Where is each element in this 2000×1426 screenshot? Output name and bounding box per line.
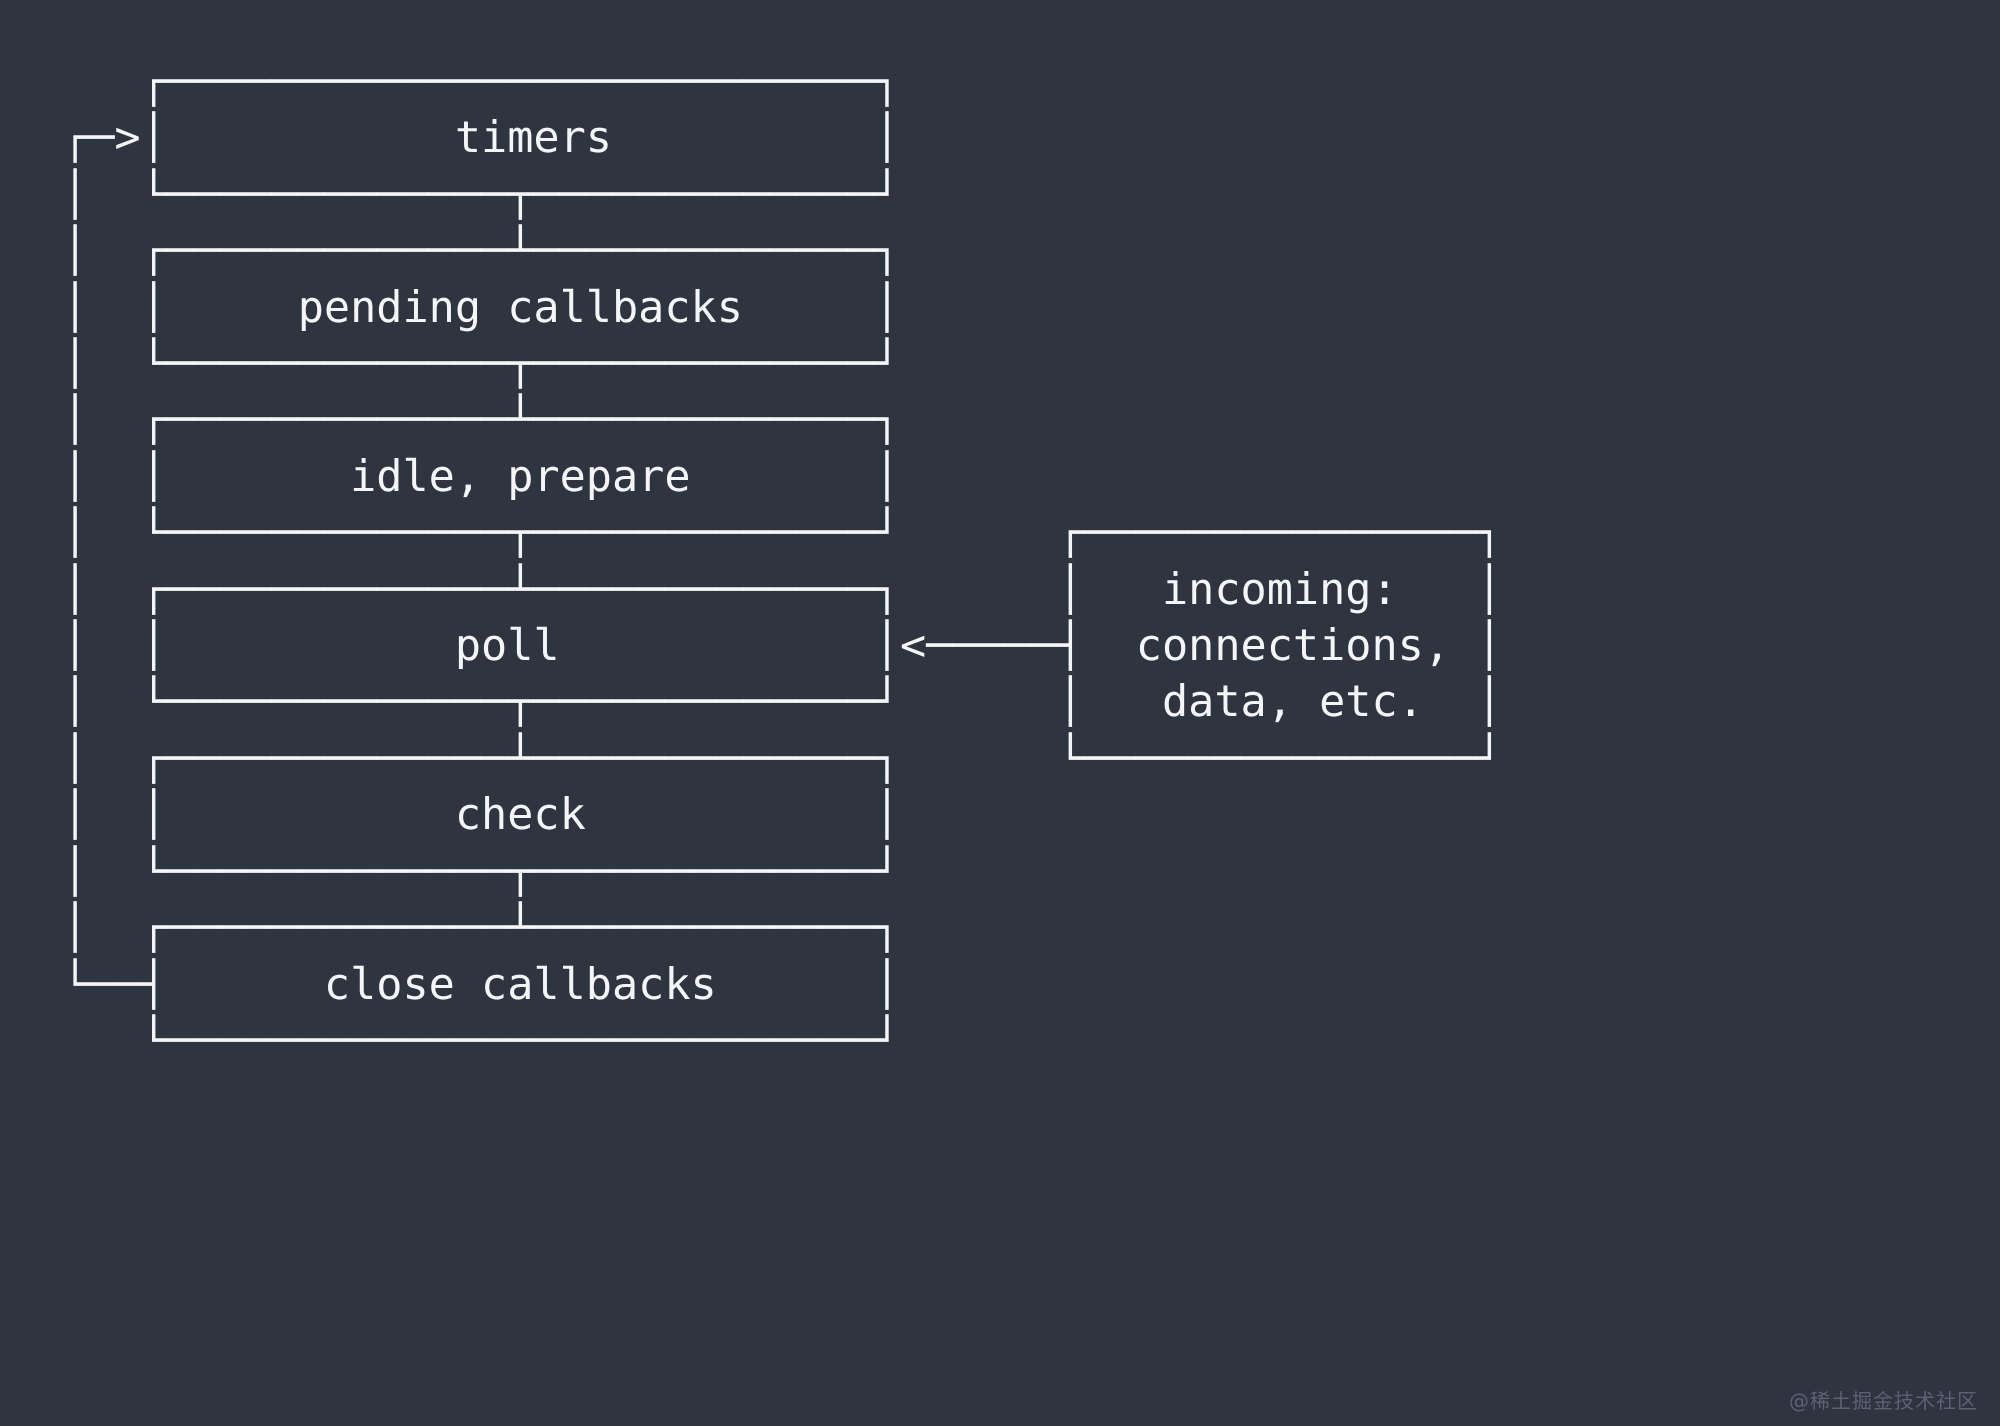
watermark-label: @稀土掘金技术社区 [1789, 1389, 1978, 1413]
event-loop-ascii-diagram: ┌───────────────────────────┐ ┌─>│ timer… [62, 57, 1503, 1066]
